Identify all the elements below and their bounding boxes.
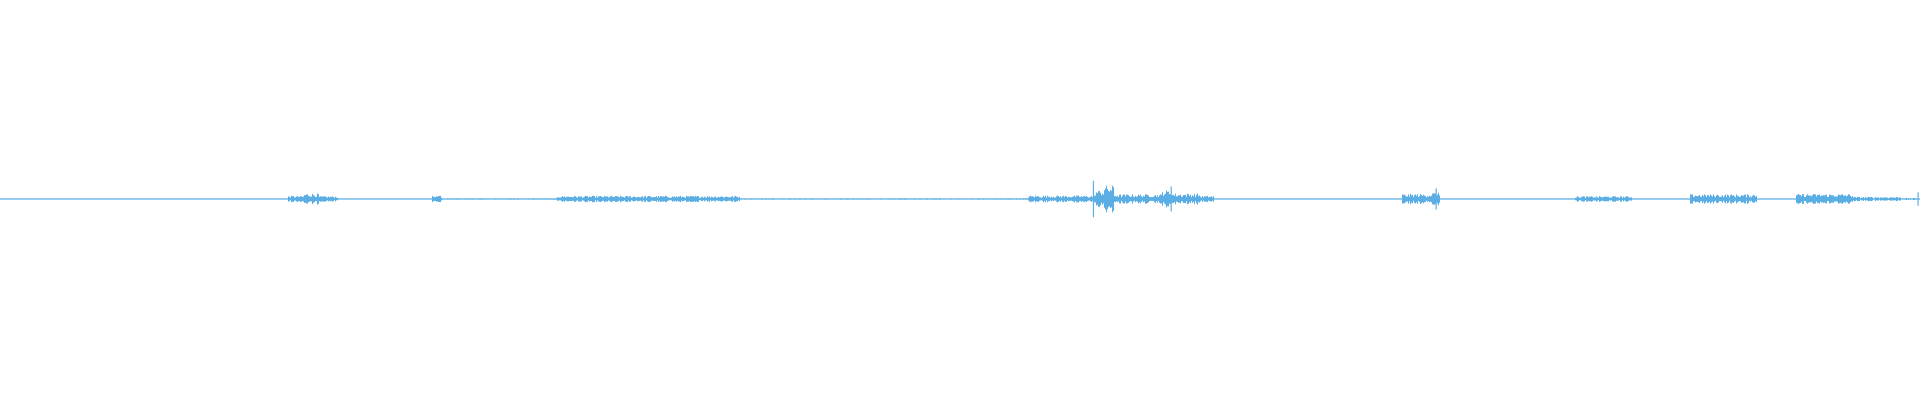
waveform-samples bbox=[0, 185, 1920, 213]
waveform-peaks bbox=[1092, 180, 1919, 218]
waveform-envelope bbox=[0, 185, 1920, 213]
